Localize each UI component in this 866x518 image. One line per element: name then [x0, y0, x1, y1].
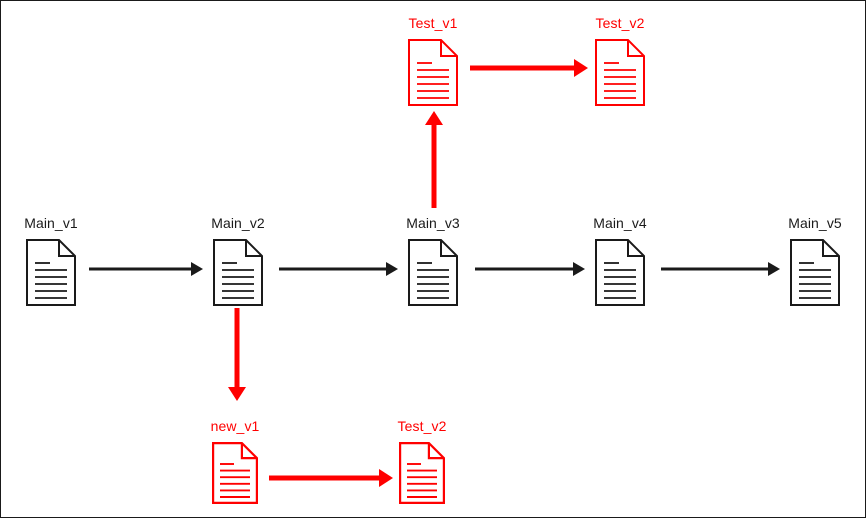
node-label-new_v1_bottom: new_v1 — [210, 418, 260, 434]
document-icon[interactable] — [212, 442, 258, 504]
arrow-main_v2-to-new_v1 — [221, 292, 253, 417]
arrow-main_v3-to-test_v1 — [418, 95, 450, 224]
document-icon[interactable] — [790, 239, 840, 306]
document-icon[interactable] — [408, 239, 458, 306]
node-label-main_v1: Main_v1 — [24, 215, 78, 231]
document-icon[interactable] — [213, 239, 263, 306]
node-label-test_v1_top: Test_v1 — [408, 15, 458, 31]
arrow-test_v1-to-test_v2-top — [454, 52, 604, 84]
document-icon[interactable] — [26, 239, 76, 306]
node-label-main_v2: Main_v2 — [211, 215, 265, 231]
node-label-main_v3: Main_v3 — [406, 215, 460, 231]
document-icon[interactable] — [595, 239, 645, 306]
document-icon[interactable] — [399, 442, 445, 504]
document-icon[interactable] — [595, 39, 645, 106]
arrow-main_v4-to-main_v5 — [645, 253, 796, 285]
arrow-main_v2-to-main_v3 — [263, 253, 414, 285]
node-label-test_v2_top: Test_v2 — [595, 15, 645, 31]
node-label-main_v4: Main_v4 — [593, 215, 647, 231]
document-icon[interactable] — [408, 39, 458, 106]
arrow-main_v1-to-main_v2 — [73, 253, 219, 285]
node-label-test_v2_bottom: Test_v2 — [397, 418, 447, 434]
arrow-main_v3-to-main_v4 — [459, 253, 601, 285]
node-label-main_v5: Main_v5 — [788, 215, 842, 231]
arrow-new_v1-to-test_v2-bottom — [253, 462, 409, 494]
